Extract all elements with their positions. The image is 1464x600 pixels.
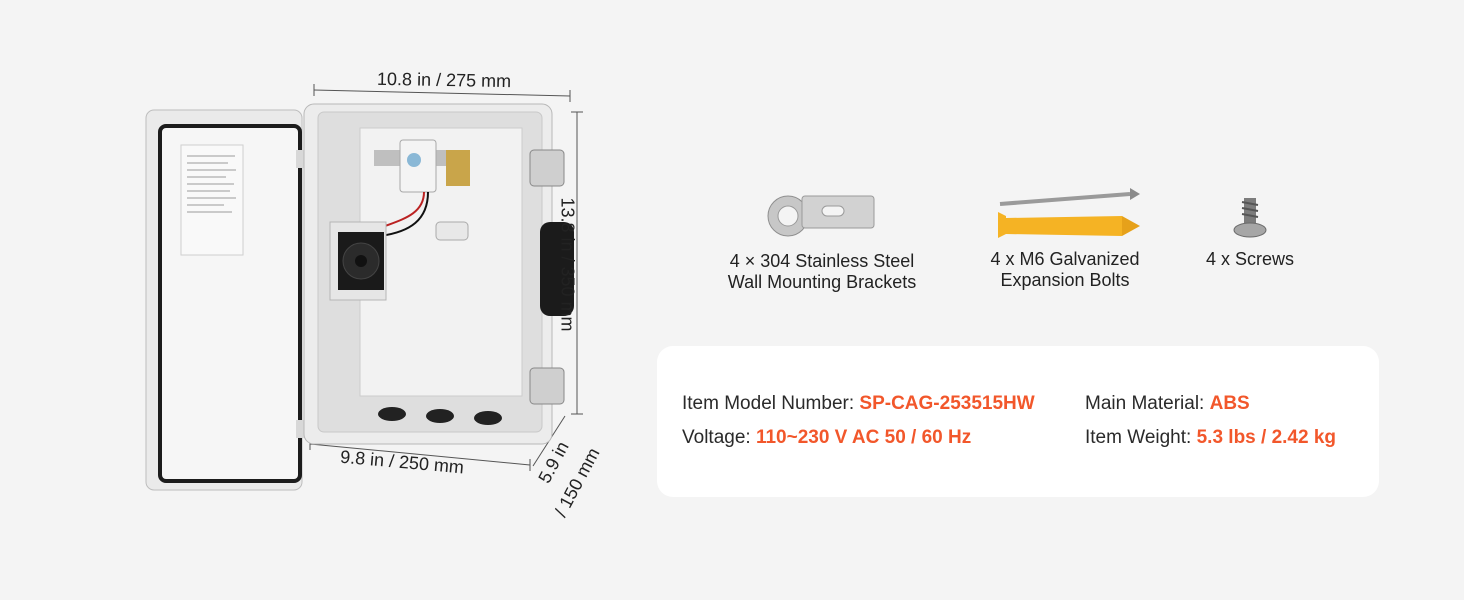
screw-icon (1233, 198, 1267, 238)
spec-material-value: ABS (1209, 393, 1250, 414)
accessory-screws-line1: 4 x Screws (1205, 249, 1295, 269)
accessory-bolts-line1: 4 x M6 Galvanized (990, 249, 1140, 269)
spec-card: Item Model Number: SP-CAG-253515HW Main … (657, 346, 1379, 497)
accessory-brackets: 4 × 304 Stainless Steel Wall Mounting Br… (712, 190, 932, 293)
bracket-icon (767, 195, 875, 237)
spec-voltage: Voltage: 110~230 V AC 50 / 60 Hz (682, 427, 971, 449)
spec-weight-value: 5.3 lbs / 2.42 kg (1196, 427, 1337, 448)
accessory-bolts-line2: Expansion Bolts (1000, 270, 1130, 290)
spec-model-number: Item Model Number: SP-CAG-253515HW (682, 393, 1035, 415)
spec-voltage-label: Voltage: (682, 427, 756, 448)
dimension-lines (309, 84, 583, 471)
enclosure-body (303, 103, 574, 445)
spec-item-weight: Item Weight: 5.3 lbs / 2.42 kg (1085, 427, 1336, 449)
dimension-width-top: 10.8 in / 275 mm (376, 68, 512, 92)
spec-main-material: Main Material: ABS (1085, 393, 1250, 415)
expansion-bolt-icon (998, 188, 1140, 238)
spec-voltage-value: 110~230 V AC 50 / 60 Hz (755, 427, 972, 448)
accessory-bolts: 4 x M6 Galvanized Expansion Bolts (960, 186, 1170, 291)
spec-material-label: Main Material: (1085, 393, 1210, 414)
spec-model-label: Item Model Number: (682, 393, 860, 414)
enclosure-drawing (145, 84, 583, 491)
spec-weight-label: Item Weight: (1085, 427, 1197, 448)
spec-model-value: SP-CAG-253515HW (859, 393, 1035, 414)
accessory-brackets-line2: Wall Mounting Brackets (727, 272, 917, 292)
enclosure-door (145, 109, 306, 491)
accessory-brackets-line1: 4 × 304 Stainless Steel (729, 251, 915, 271)
accessory-screws: 4 x Screws (1190, 196, 1310, 270)
enclosure-illustration: 10.8 in / 275 mm 13.8 in / 350 mm 9.8 in… (0, 0, 640, 600)
dimension-height: 13.8 in / 350 mm (557, 197, 578, 332)
